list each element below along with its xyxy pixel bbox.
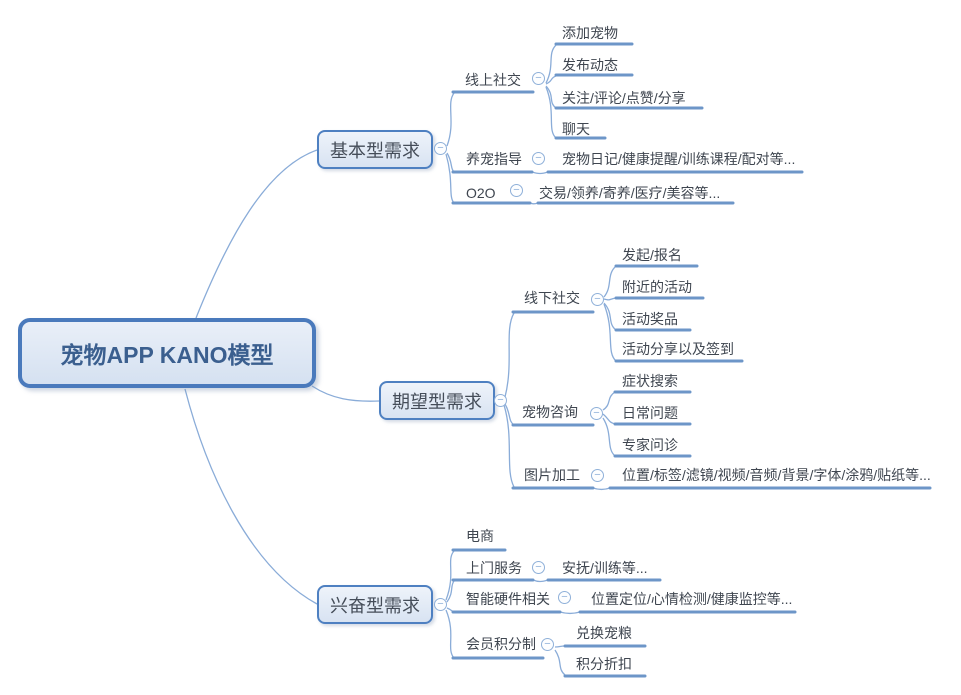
- collapse-icon-basic-needs[interactable]: −: [434, 142, 447, 155]
- collapse-icon-pet-care-guide[interactable]: −: [532, 152, 545, 165]
- root-topic[interactable]: 宠物APP KANO模型: [18, 318, 316, 388]
- topic-location-mood-health[interactable]: 位置定位/心情检测/健康监控等...: [591, 591, 793, 607]
- topic-symptom-search[interactable]: 症状搜索: [622, 373, 678, 389]
- topic-pet-care-guide[interactable]: 养宠指导: [466, 151, 522, 167]
- topic-redeem-pet-food[interactable]: 兑换宠粮: [576, 625, 632, 641]
- topic-chat[interactable]: 聊天: [562, 121, 590, 137]
- collapse-icon-expected-needs[interactable]: −: [494, 394, 507, 407]
- connector: [446, 580, 455, 603]
- topic-daily-questions[interactable]: 日常问题: [622, 405, 678, 421]
- connector: [545, 86, 557, 139]
- topic-nearby-events[interactable]: 附近的活动: [622, 279, 692, 295]
- topic-excitement-needs[interactable]: 兴奋型需求: [317, 585, 433, 624]
- topic-trade-adopt-etc[interactable]: 交易/领养/寄养/医疗/美容等...: [539, 185, 721, 201]
- collapse-icon-o2o[interactable]: −: [510, 184, 523, 197]
- topic-event-prizes[interactable]: 活动奖品: [622, 311, 678, 327]
- connector: [603, 297, 617, 301]
- collapse-icon-smart-hardware[interactable]: −: [558, 591, 571, 604]
- topic-launch-signup[interactable]: 发起/报名: [622, 247, 682, 263]
- topic-o2o[interactable]: O2O: [466, 185, 496, 201]
- collapse-icon-door-service[interactable]: −: [532, 561, 545, 574]
- topic-member-points[interactable]: 会员积分制: [466, 636, 536, 652]
- topic-basic-needs[interactable]: 基本型需求: [317, 130, 433, 169]
- topic-post-feed[interactable]: 发布动态: [562, 57, 618, 73]
- topic-photo-edit[interactable]: 图片加工: [524, 467, 580, 483]
- connector: [446, 92, 455, 147]
- connector: [311, 385, 380, 402]
- connector: [504, 312, 515, 398]
- topic-photo-edit-features[interactable]: 位置/标签/滤镜/视频/音频/背景/字体/涂鸦/贴纸等...: [622, 467, 931, 483]
- collapse-icon-excitement-needs[interactable]: −: [434, 598, 447, 611]
- connector: [545, 44, 557, 84]
- collapse-icon-photo-edit[interactable]: −: [591, 469, 604, 482]
- connector: [545, 85, 557, 109]
- collapse-icon-pet-consult[interactable]: −: [590, 407, 603, 420]
- connector: [445, 550, 455, 601]
- connector: [602, 417, 616, 457]
- topic-door-service[interactable]: 上门服务: [466, 560, 522, 576]
- connector: [445, 609, 455, 659]
- connector: [603, 265, 617, 298]
- connector: [603, 303, 617, 362]
- collapse-icon-member-points[interactable]: −: [541, 638, 554, 651]
- collapse-icon-offline-social[interactable]: −: [591, 293, 604, 306]
- topic-event-share-checkin[interactable]: 活动分享以及签到: [622, 341, 734, 357]
- topic-smart-hardware[interactable]: 智能硬件相关: [466, 591, 550, 607]
- connector: [554, 649, 566, 676]
- connector: [602, 413, 616, 425]
- connector: [602, 391, 616, 411]
- topic-soothe-training[interactable]: 安抚/训练等...: [562, 560, 648, 576]
- connector: [545, 75, 557, 85]
- topic-points-discount[interactable]: 积分折扣: [576, 656, 632, 672]
- topic-online-social[interactable]: 线上社交: [465, 72, 521, 88]
- topic-pet-consult[interactable]: 宠物咨询: [522, 404, 578, 420]
- topic-pet-diary-etc[interactable]: 宠物日记/健康提醒/训练课程/配对等...: [562, 151, 796, 167]
- connector: [445, 153, 455, 204]
- topic-ecommerce[interactable]: 电商: [466, 528, 494, 544]
- connector: [184, 388, 318, 605]
- connector: [559, 611, 581, 615]
- connector: [554, 645, 566, 648]
- topic-expert-consult[interactable]: 专家问诊: [622, 437, 678, 453]
- connector: [592, 487, 611, 491]
- connector: [195, 149, 318, 319]
- connector: [532, 579, 549, 583]
- connector: [603, 302, 617, 331]
- topic-follow-comment-like-share[interactable]: 关注/评论/点赞/分享: [562, 90, 686, 106]
- connector: [503, 404, 515, 488]
- collapse-icon-online-social[interactable]: −: [532, 72, 545, 85]
- topic-expected-needs[interactable]: 期望型需求: [379, 381, 495, 420]
- topic-add-pet[interactable]: 添加宠物: [562, 25, 618, 41]
- connector: [531, 171, 549, 175]
- topic-offline-social[interactable]: 线下社交: [524, 290, 580, 306]
